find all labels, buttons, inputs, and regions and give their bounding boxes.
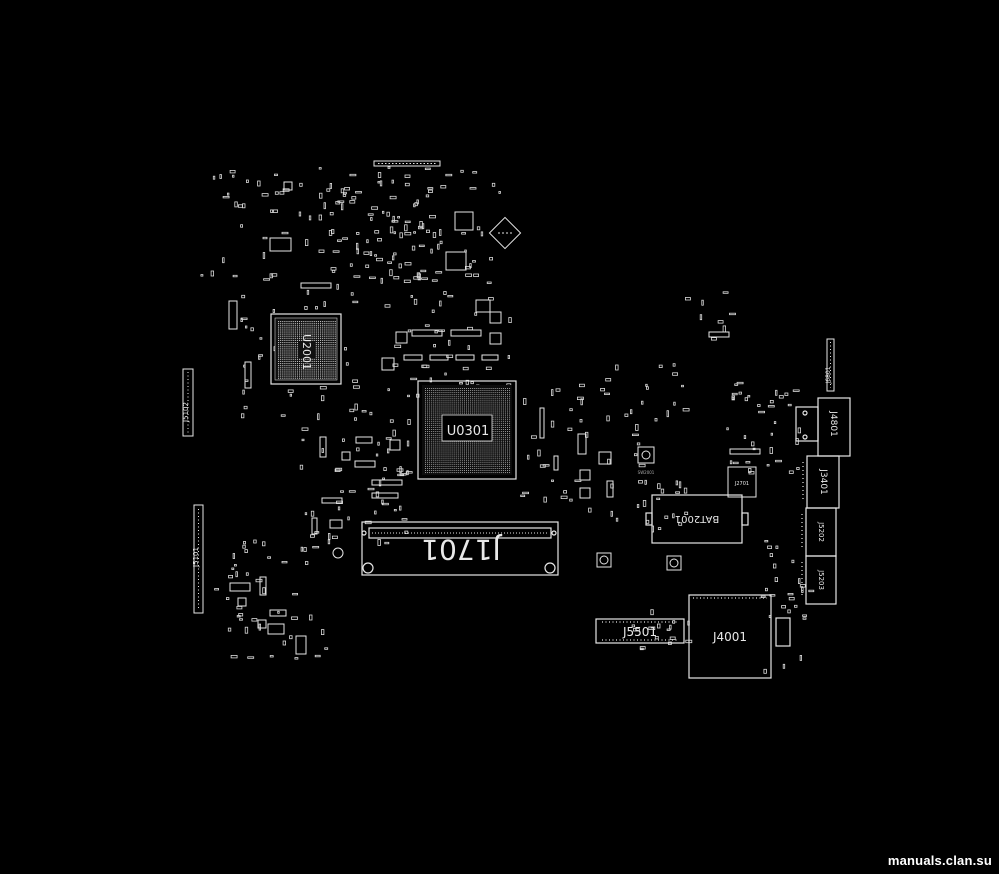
j5101-label: J5101 [192, 547, 200, 568]
j5501-label: J5501 [622, 625, 657, 639]
top-ic-small [269, 181, 474, 289]
watermark: manuals.clan.su [887, 853, 992, 868]
mid-right-parts [539, 331, 730, 571]
j6801-connector [826, 338, 835, 392]
u0301-label: U0301 [447, 424, 490, 439]
j2701-label: J2701 [734, 481, 749, 487]
j5101-connector [193, 504, 204, 614]
j5203-port [801, 555, 837, 605]
left-lower-cluster [229, 547, 344, 655]
j5102-label: J5102 [182, 402, 190, 423]
top-ic-rotated [488, 216, 522, 250]
j5102-connector [182, 368, 194, 437]
j5501-connector [595, 618, 685, 644]
u2001-bga-chip [228, 300, 342, 389]
bat2001-label: BAT2001 [675, 513, 719, 524]
top-connector-strip [373, 160, 441, 167]
bat2001-battery-holder [645, 494, 749, 544]
mid-component-row [381, 299, 502, 371]
j3401-label: J3401 [818, 468, 828, 495]
j5202-label: J5202 [817, 521, 825, 542]
sw2001-label: SW2001 [638, 470, 655, 475]
j6801-label: J6801 [825, 366, 832, 384]
u0301-cpu-socket [417, 380, 517, 480]
j1701-label: J1701 [421, 533, 503, 566]
j5203-label: J5203 [817, 569, 825, 590]
u2001-label: U2001 [300, 334, 313, 370]
j4801-label: J4801 [828, 410, 838, 437]
j1701-memory-slot [361, 521, 559, 576]
j4001-card-slot [688, 594, 791, 679]
left-middle-cluster [311, 436, 403, 535]
j4001-label: J4001 [712, 630, 747, 644]
